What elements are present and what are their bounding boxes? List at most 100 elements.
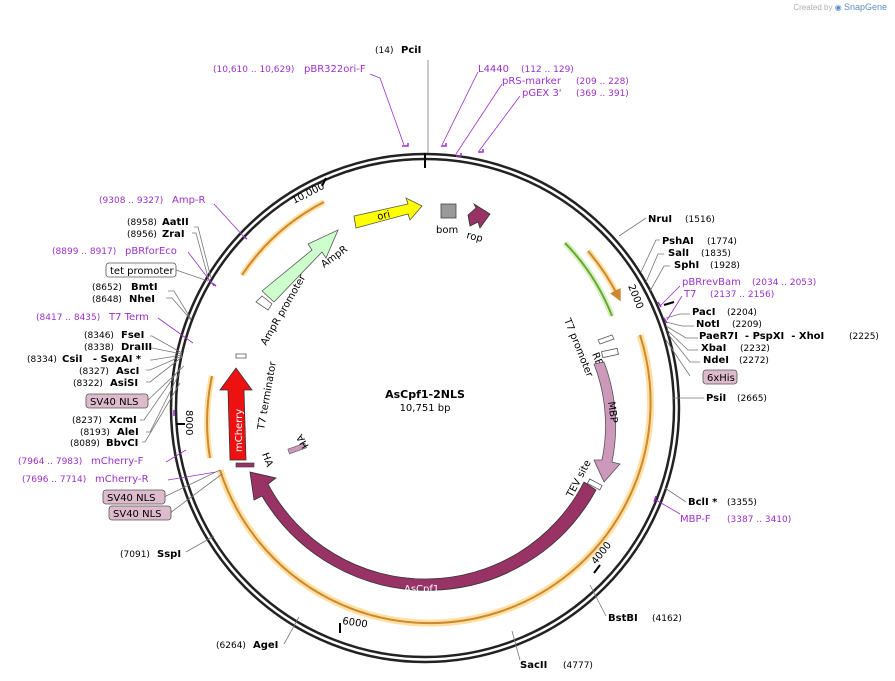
orf-arc-left-line [206,375,213,459]
orf-arc-large-line [219,334,652,625]
ori-label: ori [376,209,391,223]
enzyme-labels-right: (14) PciI NruI (1516) PshAI (1774) SalI … [375,45,879,671]
mbp-arrow [593,361,621,483]
orf-arc-short-right-line [587,250,621,302]
enzyme-name-fsei: FseI [121,330,144,341]
primer-name-pbr322ori: pBR322ori-F [304,64,366,75]
primer-pos-pgex3: (369 .. 391) [576,89,629,99]
ha-label-2: HA [259,451,274,468]
bom-label: bom [436,225,458,236]
orf-arc-upper-left [239,199,326,277]
enzyme-pos-xhoi: (2225) [849,332,879,342]
plasmid-name: AsCpf1-2NLS [385,388,465,401]
t7-promoter-arrow [597,334,615,345]
ha-box-1 [287,442,307,455]
primer-labels: (10,610 .. 10,629) pBR322ori-F L4440 (11… [18,64,816,525]
mcherry-label: mCherry [234,409,245,452]
enzyme-pos-asci: (8327) [79,367,109,377]
primer-name-pgex3: pGEX 3' [522,88,562,99]
rop-arrow [467,202,491,229]
enzyme-pos-ndei: (2272) [739,356,769,366]
enzyme-name-sacii: SacII [520,660,547,671]
features: ori bom rop AmpR AmpR promoter T7 promot… [219,197,621,595]
enzyme-pos-nrui: (1516) [685,215,715,225]
enzyme-pos-agei: (6264) [216,641,246,651]
t7-terminator-arrow [235,353,247,359]
primer-pos-l4440: (112 .. 129) [521,65,574,75]
enzyme-name-pcii: PciI [401,45,421,56]
enzyme-name-sali: SalI [668,248,689,259]
primer-pos-amp-r: (9308 .. 9327) [99,196,163,206]
ascpf1-arrow [249,471,597,591]
enzyme-name-paci: PacI [692,307,715,318]
enzyme-name-ndei: NdeI [703,355,729,366]
primer-pos-prs-marker: (209 .. 228) [576,77,629,87]
center-title: AsCpf1-2NLS 10,751 bp [385,388,465,414]
enzyme-name-nrui: NruI [648,214,672,225]
enzyme-name-zrai: ZraI [162,229,185,240]
mcherry-arrow [219,367,253,461]
enzyme-name-agei: AgeI [253,640,278,651]
enzyme-name-bcli: BclI * [688,497,718,508]
primer-pos-mcherry-r: (7696 .. 7714) [22,475,86,485]
ha-box-2 [235,462,255,468]
ampr-promoter-arrow [255,295,273,311]
credit-created-by: Created by [793,3,833,12]
enzyme-pos-bcli: (3355) [727,498,757,508]
enzyme-pos-sacii: (4777) [563,661,593,671]
enzyme-leaders-left [140,226,300,645]
enzyme-pos-psii: (2665) [737,394,767,404]
primer-pos-pbrforeco: (8899 .. 8917) [52,247,116,257]
tev-site-box [586,478,603,491]
enzyme-pos-xbai: (2232) [740,344,770,354]
credit-brand: SnapGene [843,2,887,12]
enzyme-name-xcmi: XcmI [109,415,137,426]
sv40-nls-label-1: SV40 NLS [90,397,139,408]
enzyme-name-nhei: NheI [129,294,155,305]
snapgene-credit: Created by ◉ SnapGene [793,2,887,12]
orf-arcs [204,199,655,627]
enzyme-pos-pshai: (1774) [707,237,737,247]
six-his-label: 6xHis [707,373,735,384]
sv40-nls-label-2: SV40 NLS [107,493,156,504]
tick-6000: 6000 [342,616,369,630]
enzyme-name-csii: CsiI - SexAI * [62,354,142,365]
enzyme-leaders-right [427,60,704,661]
enzyme-pos-alei: (8193) [80,428,110,438]
enzyme-name-noti: NotI [696,319,720,330]
enzyme-pos-sphi: (1928) [710,261,740,271]
enzyme-name-draiii: DraIII [121,342,152,353]
primer-leaders [157,71,683,515]
box-leaders [147,269,691,514]
enzyme-name-sphi: SphI [674,260,699,271]
ampr-arrow [261,229,339,303]
primer-name-l4440: L4440 [478,64,509,75]
enzyme-name-xhoi: PaeR7I - PspXI - XhoI [699,331,824,342]
primer-name-mcherry-f: mCherry-F [91,456,144,467]
ascpf1-label: AsCpf1 [404,584,439,595]
enzyme-name-sspi: SspI [157,549,181,560]
enzyme-pos-draiii: (8338) [84,343,114,353]
enzyme-pos-sali: (1835) [701,249,731,259]
enzyme-pos-csii: (8334) [27,355,57,365]
snapgene-logo-icon: ◉ [834,3,842,12]
enzyme-pos-xcmi: (8237) [72,416,102,426]
enzyme-name-xbai: XbaI [701,343,726,354]
primer-pos-t7term: (8417 .. 8435) [36,313,100,323]
enzyme-name-bstbi: BstBI [608,613,638,624]
enzyme-pos-asisi: (8322) [73,379,103,389]
enzyme-pos-sspi: (7091) [120,550,150,560]
enzyme-name-alei: AleI [117,427,139,438]
enzyme-name-asisi: AsiSI [110,378,138,389]
ori-arrow [353,197,423,229]
enzyme-name-psii: PsiI [706,393,726,404]
green-arc-line [564,242,613,317]
tet-promoter-label: tet promoter [110,266,174,277]
enzyme-pos-aatii: (8958) [127,218,157,228]
primer-name-t7: T7 [683,289,696,300]
primer-name-amp-r: Amp-R [172,195,206,206]
enzyme-pos-zrai: (8956) [127,230,157,240]
primer-pos-mcherry-f: (7964 .. 7983) [18,457,82,467]
enzyme-name-pshai: PshAI [662,236,694,247]
